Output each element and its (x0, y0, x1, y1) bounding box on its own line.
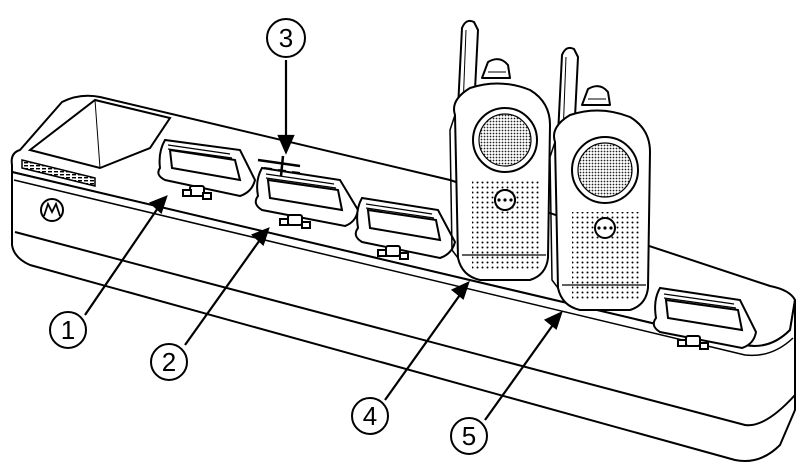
callout-2-arrowhead (250, 227, 270, 246)
callout-5: 5 (450, 417, 488, 455)
callout-5-leader (484, 321, 556, 421)
radio-1-grille (472, 180, 540, 270)
two-way-radio-1 (449, 19, 551, 281)
callout-4-label: 4 (363, 401, 377, 431)
charging-pocket-6 (652, 286, 758, 350)
callout-2-leader (184, 236, 263, 346)
callout-leaders (84, 60, 563, 421)
charging-pocket-3 (354, 196, 457, 260)
radio-2-grille (572, 212, 640, 300)
callout-1: 1 (49, 311, 87, 349)
charging-pocket-1 (157, 138, 257, 200)
callout-4-arrowhead (450, 280, 470, 300)
callout-3-label: 3 (279, 23, 293, 53)
callout-3-arrowhead (277, 134, 295, 155)
led-display-panel (27, 98, 172, 170)
callout-3: 3 (266, 18, 306, 58)
two-way-radio-2 (549, 46, 651, 311)
callout-5-label: 5 (462, 421, 476, 451)
charger-front-face (11, 171, 796, 462)
callout-4-leader (384, 291, 463, 401)
dc-power-symbol-icon (257, 155, 301, 177)
callout-2-label: 2 (162, 347, 176, 377)
callout-1-arrowhead (148, 195, 168, 214)
callout-4: 4 (351, 397, 389, 435)
charging-pocket-2 (254, 166, 360, 229)
callout-1-label: 1 (61, 315, 75, 345)
callout-2: 2 (150, 343, 188, 381)
charger-base-lip (14, 231, 796, 427)
motorola-logo-icon (40, 198, 64, 222)
callout-5-arrowhead (543, 310, 563, 330)
charger-front-edge (13, 179, 794, 357)
led-indicator-strip (21, 159, 96, 187)
callout-1-leader (84, 204, 161, 316)
